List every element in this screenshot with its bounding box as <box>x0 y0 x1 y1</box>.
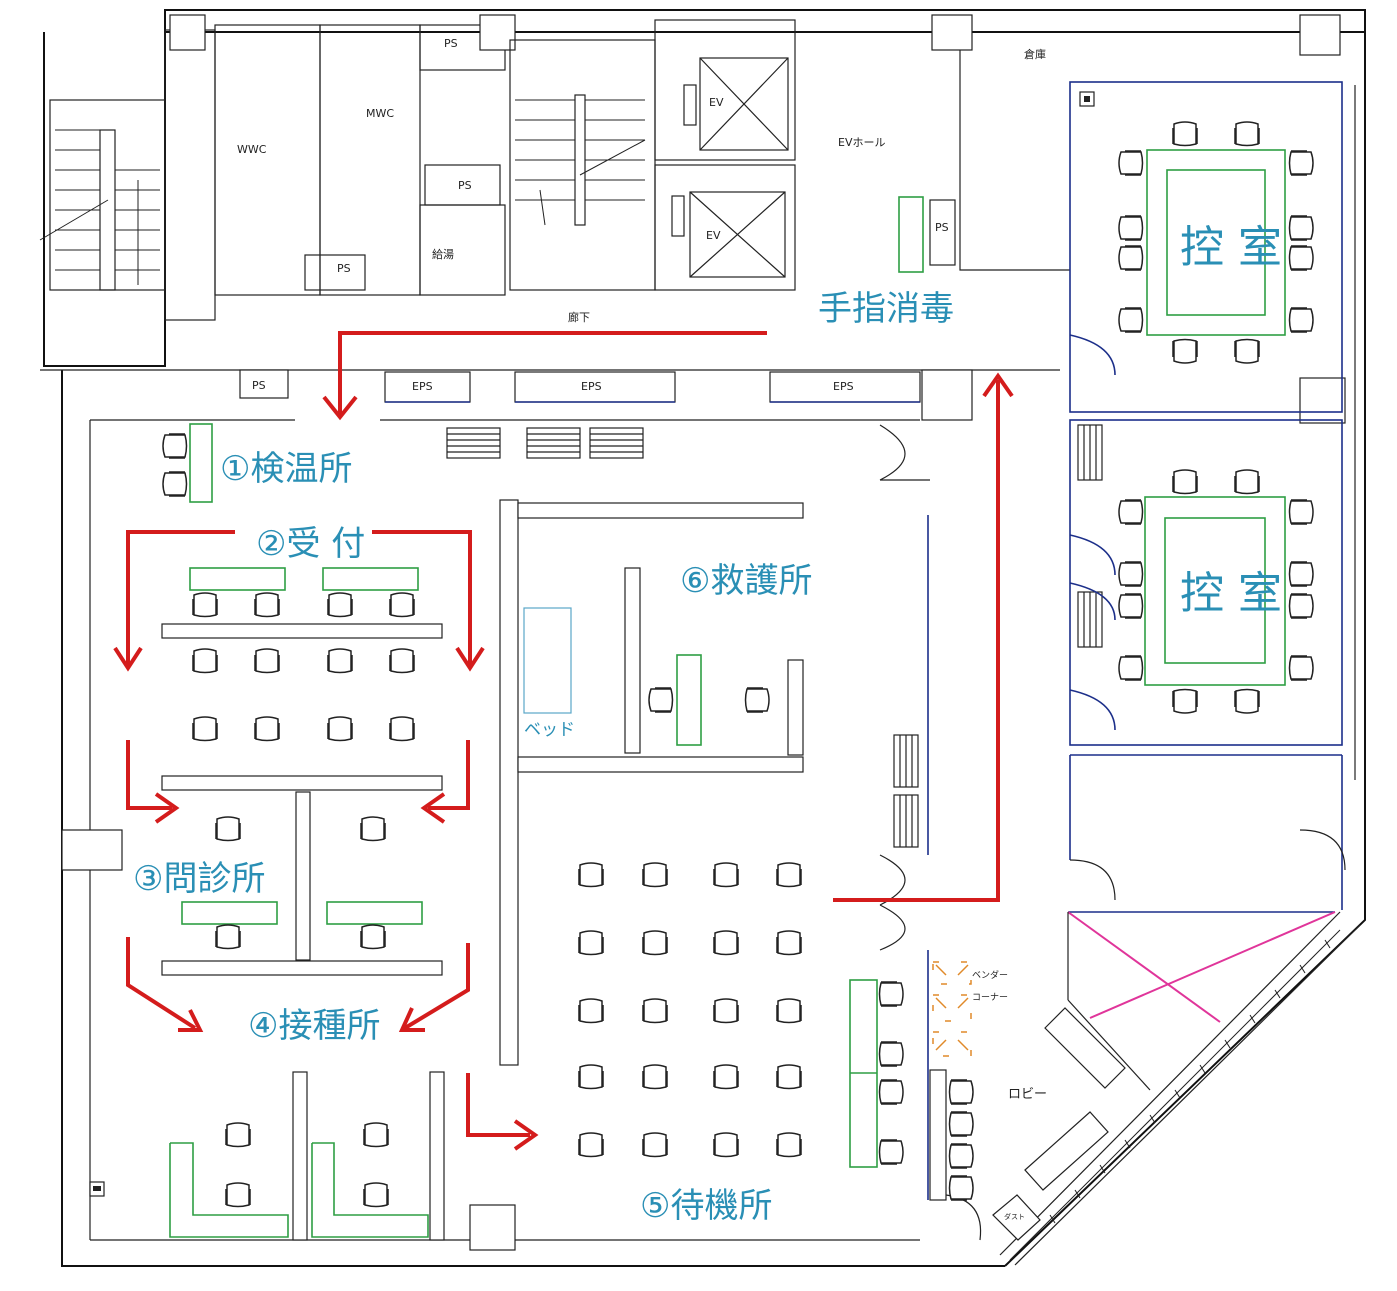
label-dust: ダスト <box>1004 1212 1025 1221</box>
label-ev-2: EV <box>706 229 721 242</box>
zone-temp-check: ①検温所 <box>220 449 352 489</box>
label-lobby: ロビー <box>1008 1087 1047 1102</box>
label-ev-1: EV <box>709 96 724 109</box>
zone-waiting: ⑤待機所 <box>640 1186 772 1226</box>
label-ps-4: PS <box>935 221 949 234</box>
label-kitchenette: 給湯 <box>432 247 454 261</box>
zone-first-aid: ⑥救護所 <box>680 561 812 601</box>
zone-control-room-1: 控 室 <box>1180 222 1282 273</box>
label-wwc: WWC <box>237 143 267 156</box>
zone-hand-sanitize: 手指消毒 <box>818 289 954 329</box>
eps-strip <box>384 371 921 459</box>
flow-arrows <box>113 331 1014 1151</box>
panel-icon-inner <box>93 1186 101 1191</box>
panel-icon-inner <box>1084 96 1090 102</box>
label-vendor-1: ベンダー <box>972 969 1008 981</box>
lobby-area <box>945 911 1361 1266</box>
label-corridor: 廊下 <box>568 310 590 324</box>
room-labels: WWC MWC PS PS PS PS PS EV EV EVホール 倉庫 給湯… <box>237 37 1047 1221</box>
label-ps-2: PS <box>458 179 472 192</box>
zone-reception: ②受 付 <box>256 524 365 564</box>
label-bed: ベッド <box>524 720 575 740</box>
label-storage: 倉庫 <box>1024 47 1046 61</box>
furniture <box>169 196 924 1238</box>
label-ev-hall: EVホール <box>838 136 885 149</box>
label-vendor-2: コーナー <box>972 992 1008 1003</box>
building-walls <box>40 9 1366 1267</box>
core-area <box>39 14 1346 1251</box>
control-rooms <box>1069 81 1356 910</box>
vendor-corner-marks <box>932 961 972 1057</box>
label-ps-1: PS <box>444 37 458 50</box>
label-eps-2: EPS <box>581 380 602 393</box>
label-mwc: MWC <box>366 107 394 120</box>
label-ps-5: PS <box>252 379 266 392</box>
label-ps-3: PS <box>337 262 351 275</box>
zone-control-room-2: 控 室 <box>1180 568 1282 619</box>
zone-vaccination: ④接種所 <box>248 1006 380 1046</box>
label-eps-1: EPS <box>412 380 433 393</box>
zone-interview: ③問診所 <box>133 859 265 899</box>
partitions <box>161 424 947 1241</box>
zone-labels: ①検温所 ②受 付 ③問診所 ④接種所 ⑤待機所 ⑥救護所 手指消毒 控 室 控… <box>133 222 1282 1226</box>
label-eps-3: EPS <box>833 380 854 393</box>
